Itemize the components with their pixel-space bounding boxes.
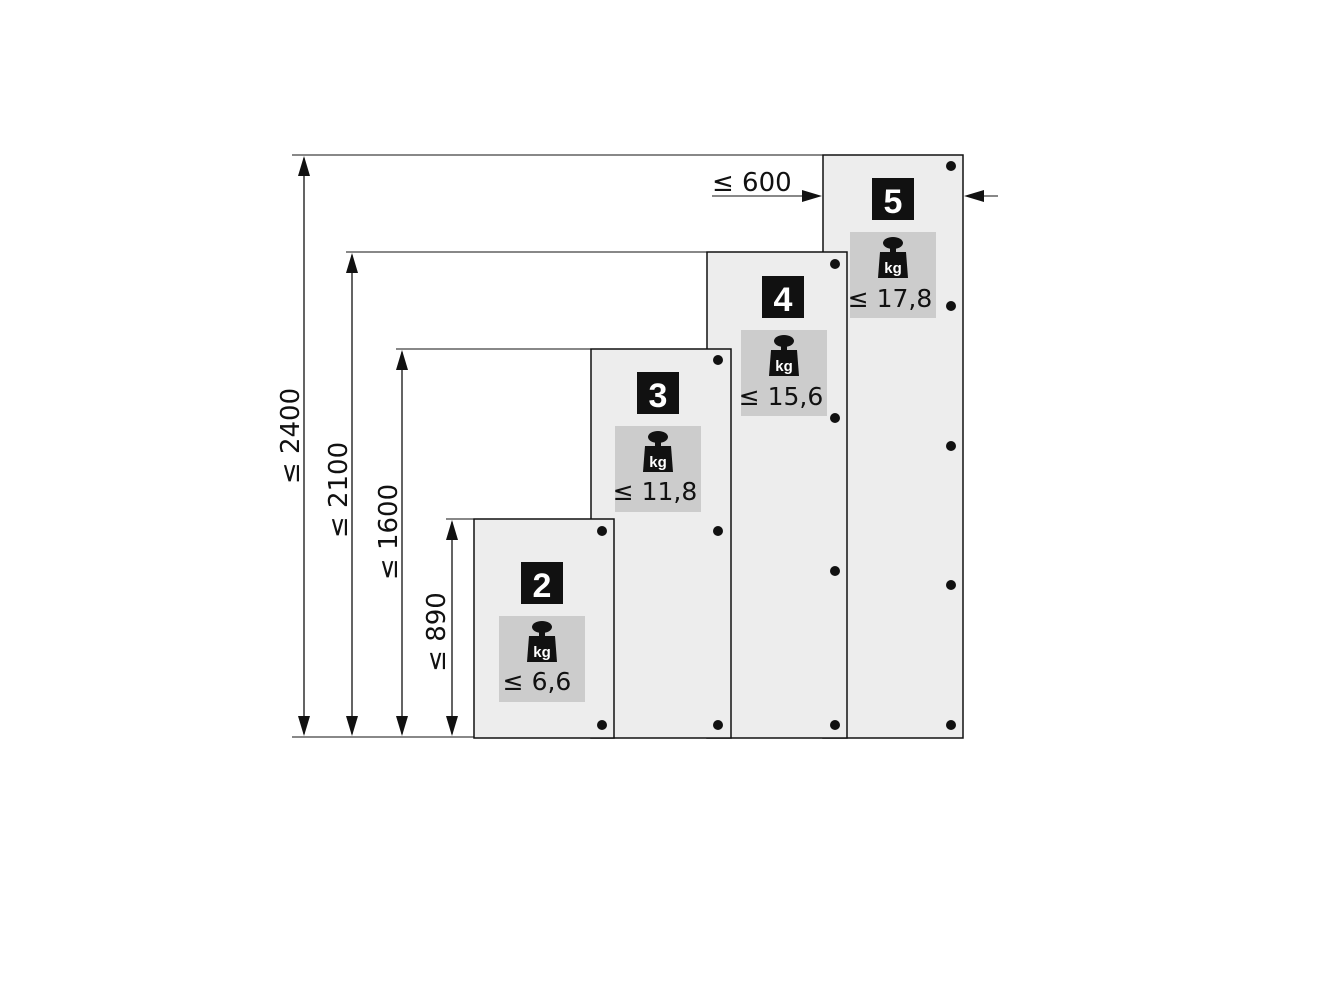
weight-unit: kg — [649, 454, 667, 471]
hinge-count-badge-3: 3 — [637, 372, 679, 415]
weight-badge-panel-3: kg ≤ 11,8 — [613, 426, 701, 512]
dimension-2400 — [292, 154, 823, 736]
hinge-dot — [830, 259, 840, 269]
weight-badge-panel-5: kg ≤ 17,8 — [848, 232, 936, 318]
weight-limit: ≤ 17,8 — [848, 284, 933, 313]
hinge-dot — [946, 441, 956, 451]
dimension-2100 — [346, 251, 707, 736]
hinge-count-badge-5: 5 — [872, 178, 914, 221]
weight-limit: ≤ 15,6 — [739, 382, 824, 411]
dimension-890 — [446, 518, 474, 736]
hinge-dot — [597, 526, 607, 536]
hinge-dot — [946, 161, 956, 171]
hinge-count-badge-4: 4 — [762, 276, 804, 319]
hinge-dot — [830, 413, 840, 423]
dimension-1600 — [396, 348, 591, 736]
hinge-dot — [830, 566, 840, 576]
hinge-dots — [597, 161, 956, 730]
hinge-dot — [597, 720, 607, 730]
dimension-width-600 — [712, 190, 998, 202]
hinge-dot — [713, 526, 723, 536]
hinge-count: 4 — [774, 281, 793, 319]
height-label-2100: ≤ 2100 — [324, 442, 354, 538]
weight-unit: kg — [533, 644, 551, 661]
hinge-count: 2 — [533, 567, 552, 605]
weight-unit: kg — [884, 260, 902, 277]
height-label-890: ≤ 890 — [422, 592, 452, 672]
hinge-count: 5 — [884, 183, 903, 221]
weight-unit: kg — [775, 358, 793, 375]
hinge-dot — [713, 720, 723, 730]
hinge-count-badge-2: 2 — [521, 562, 563, 605]
hinge-dot — [713, 355, 723, 365]
weight-badge-panel-4: kg ≤ 15,6 — [739, 330, 827, 416]
weight-limit: ≤ 11,8 — [613, 477, 698, 506]
weight-limit: ≤ 6,6 — [503, 667, 572, 696]
hinge-dot — [946, 580, 956, 590]
hinge-dot — [946, 301, 956, 311]
width-label-600: ≤ 600 — [712, 168, 792, 198]
height-label-1600: ≤ 1600 — [374, 484, 404, 580]
hinge-count: 3 — [649, 377, 668, 415]
hinge-dot — [830, 720, 840, 730]
height-label-2400: ≤ 2400 — [276, 388, 306, 484]
weight-badge-panel-2: kg ≤ 6,6 — [499, 616, 585, 702]
hinge-dot — [946, 720, 956, 730]
